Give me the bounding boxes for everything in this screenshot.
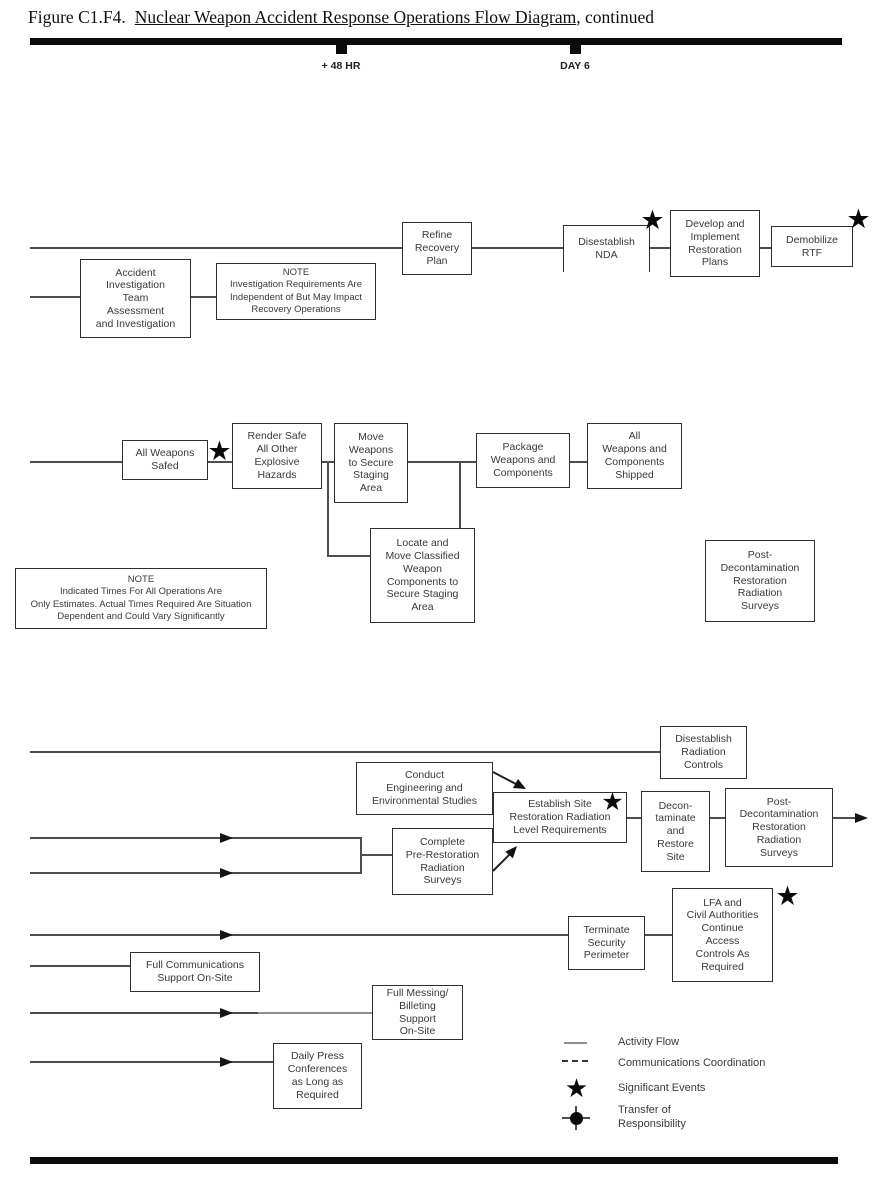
- bottom-rule: [30, 1157, 838, 1164]
- legend-label-transfer-of-responsibility: Transfer of Responsibility: [618, 1104, 686, 1130]
- timeline-tick-48hr: [336, 45, 347, 54]
- branch-line: [459, 461, 461, 529]
- significant-event-star-icon: ★: [775, 881, 800, 911]
- flow-arrowhead-icon: [220, 1007, 233, 1018]
- box-render-safe: Render Safe All Other Explosive Hazards: [232, 423, 322, 489]
- flow-arrowhead-icon: [220, 867, 233, 878]
- flow-arrowhead-icon: [220, 832, 233, 843]
- box-accident-investigation: Accident Investigation Team Assessment a…: [80, 259, 191, 338]
- flow-line: [472, 247, 563, 249]
- flow-line: [30, 296, 80, 298]
- connector-line: [627, 817, 641, 819]
- box-refine-recovery-plan: Refine Recovery Plan: [402, 222, 472, 275]
- diagonal-arrowhead-icon: [513, 779, 526, 789]
- significant-event-star-icon: ★: [846, 204, 871, 234]
- box-package-weapons: Package Weapons and Components: [476, 433, 570, 488]
- box-demobilize-rtf: Demobilize RTF: [771, 226, 853, 267]
- box-complete-pre-restoration: Complete Pre-Restoration Radiation Surve…: [392, 828, 493, 895]
- timeline-label-day6: DAY 6: [560, 60, 590, 72]
- figure-title: Figure C1.F4. Nuclear Weapon Accident Res…: [28, 7, 654, 28]
- branch-line: [327, 461, 329, 557]
- diagonal-arrow-line: [492, 771, 517, 785]
- flow-line: [650, 247, 670, 249]
- box-note-investigation: NOTE Investigation Requirements Are Inde…: [216, 263, 376, 320]
- timeline-label-48hr: + 48 HR: [321, 60, 361, 72]
- legend-significant-events-star-icon: ★: [564, 1073, 589, 1103]
- legend-label-communications-coordination: Communications Coordination: [618, 1057, 766, 1069]
- flow-line: [30, 751, 660, 753]
- box-locate-classified: Locate and Move Classified Weapon Compon…: [370, 528, 475, 623]
- flow-line: [760, 247, 771, 249]
- box-disestablish-radiation-controls: Disestablish Radiation Controls: [660, 726, 747, 779]
- flow-line: [408, 461, 476, 463]
- box-post-decon-surveys-upper: Post- Decontamination Restoration Radiat…: [705, 540, 815, 622]
- connector-line: [710, 817, 725, 819]
- box-note-times: NOTE Indicated Times For All Operations …: [15, 568, 267, 629]
- flow-line: [30, 837, 362, 839]
- flow-line: [30, 247, 402, 249]
- flow-line: [30, 1012, 258, 1014]
- significant-event-star-icon: ★: [640, 205, 665, 235]
- flow-line: [30, 1061, 273, 1063]
- significant-event-star-icon: ★: [601, 788, 624, 816]
- legend-label-significant-events: Significant Events: [618, 1082, 706, 1094]
- flow-line: [30, 934, 568, 936]
- connector-line: [645, 934, 672, 936]
- branch-line: [327, 555, 370, 557]
- diagonal-arrow-line: [492, 853, 511, 872]
- legend-label-activity-flow: Activity Flow: [618, 1036, 680, 1048]
- flow-line: [258, 1012, 372, 1014]
- box-conduct-studies: Conduct Engineering and Environmental St…: [356, 762, 493, 815]
- box-develop-restoration-plans: Develop and Implement Restoration Plans: [670, 210, 760, 277]
- flow-arrowhead-icon: [220, 1056, 233, 1067]
- flow-line: [30, 965, 130, 967]
- flow-arrowhead-icon: [855, 812, 868, 823]
- box-daily-press: Daily Press Conferences as Long as Requi…: [273, 1043, 362, 1109]
- timeline-tick-day6: [570, 45, 581, 54]
- box-terminate-security: Terminate Security Perimeter: [568, 916, 645, 970]
- box-weapons-shipped: All Weapons and Components Shipped: [587, 423, 682, 489]
- flow-line: [30, 461, 122, 463]
- box-full-messing: Full Messing/ Billeting Support On-Site: [372, 985, 463, 1040]
- figure-title-underlined: Nuclear Weapon Accident Response Operati…: [134, 7, 577, 27]
- connector-line: [360, 854, 392, 856]
- box-decontaminate-restore: Decon- taminate and Restore Site: [641, 791, 710, 872]
- diagonal-arrowhead-icon: [505, 846, 517, 859]
- legend-communications-dashed-line-icon: [562, 1060, 588, 1062]
- box-establish-site-requirements: Establish Site Restoration Radiation Lev…: [493, 792, 627, 843]
- flow-arrowhead-icon: [220, 929, 233, 940]
- box-lfa-civil-authorities: LFA and Civil Authorities Continue Acces…: [672, 888, 773, 982]
- connector-line: [191, 296, 216, 298]
- legend-activity-flow-line-icon: [564, 1042, 587, 1044]
- box-full-communications: Full Communications Support On-Site: [130, 952, 260, 992]
- box-disestablish-nda: Disestablish NDA: [563, 225, 650, 272]
- box-post-decon-surveys-lower: Post- Decontamination Restoration Radiat…: [725, 788, 833, 867]
- box-move-weapons: Move Weapons to Secure Staging Area: [334, 423, 408, 503]
- flow-line: [208, 461, 232, 463]
- significant-event-star-icon: ★: [207, 436, 232, 466]
- flow-line: [833, 817, 858, 819]
- timeline-bar: [30, 38, 842, 45]
- flow-line: [570, 461, 587, 463]
- figure-number: Figure C1.F4.: [28, 7, 126, 27]
- flow-line: [30, 872, 362, 874]
- box-all-weapons-safed: All Weapons Safed: [122, 440, 208, 480]
- legend-transfer-circle-icon: [570, 1112, 583, 1125]
- figure-title-suffix: , continued: [576, 7, 654, 27]
